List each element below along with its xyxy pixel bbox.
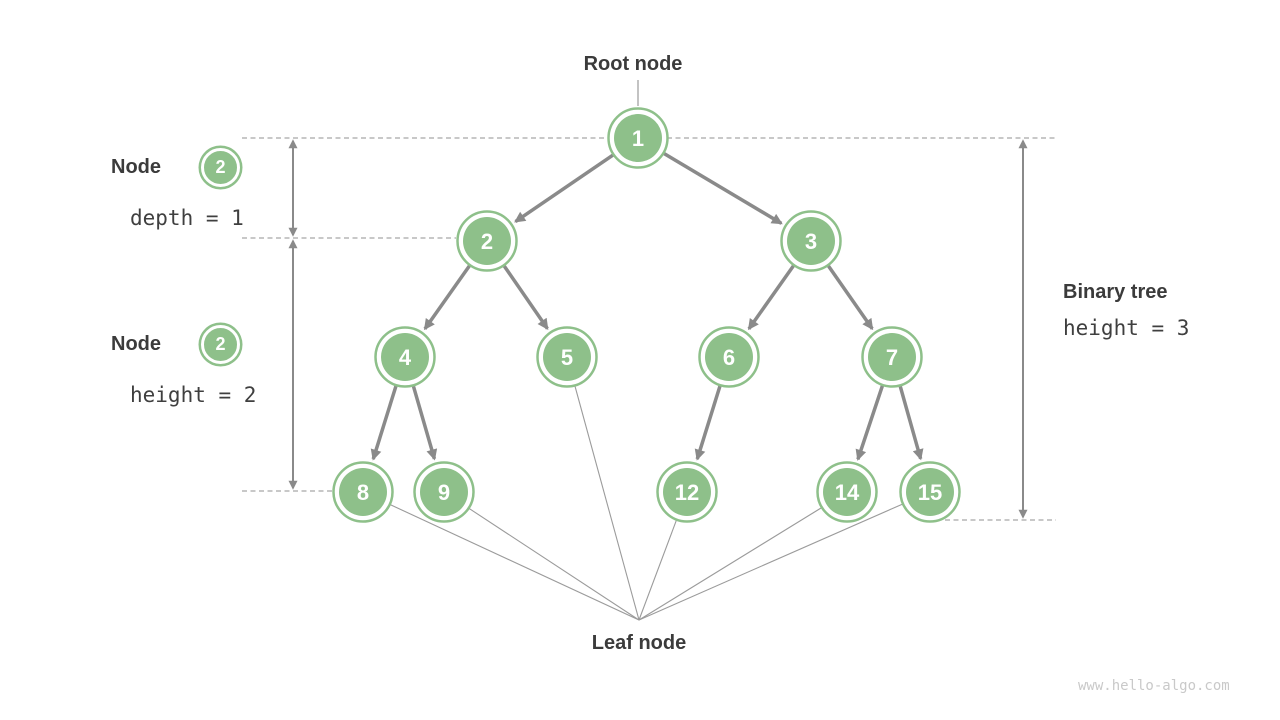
tree-node-2: 2 (456, 210, 518, 272)
tree-node-1: 1 (607, 107, 669, 169)
tree-node-7: 7 (861, 326, 923, 388)
node-fill (420, 468, 468, 516)
tree-edge-3-7 (827, 265, 874, 331)
binary-tree-height-title: Binary tree (1063, 281, 1168, 303)
leaf-node-label: Leaf node (591, 632, 687, 654)
node-fill (463, 217, 511, 265)
node-value: 7 (886, 345, 898, 370)
node-value: 9 (438, 480, 450, 505)
height-annotation-node-badge: 2 (201, 325, 240, 364)
node-fill (381, 333, 429, 381)
tree-edge-3-6 (747, 264, 795, 331)
tree-node-12: 12 (656, 461, 718, 523)
node-value: 15 (918, 480, 942, 505)
tree-edge-1-3 (663, 152, 783, 225)
node-value: 3 (805, 229, 817, 254)
tree-edge-4-8 (370, 385, 398, 461)
node-value: 12 (675, 480, 699, 505)
node-value: 5 (561, 345, 573, 370)
tree-node-14: 14 (816, 461, 878, 523)
root-node-label: Root node (583, 53, 683, 75)
tree-edge-7-14 (855, 385, 885, 461)
node-fill (339, 468, 387, 516)
leaf-pointer-line (574, 385, 640, 621)
tree-edge-6-12 (694, 385, 722, 461)
node-value: 14 (835, 480, 860, 505)
binary-tree-height-expression: height = 3 (1063, 316, 1190, 340)
leaf-pointer-line (638, 519, 677, 621)
watermark-text: www.hello-algo.com (1078, 678, 1230, 694)
node-value: 4 (399, 345, 412, 370)
tree-node-4: 4 (374, 326, 436, 388)
leaf-pointer-line (389, 504, 640, 621)
node-fill (906, 468, 954, 516)
tree-node-6: 6 (698, 326, 760, 388)
node-fill (823, 468, 871, 516)
leaf-pointer-line (468, 508, 640, 621)
node-fill (614, 114, 662, 162)
tree-node-15: 15 (899, 461, 961, 523)
node-value: 8 (357, 480, 369, 505)
tree-edge-2-5 (502, 265, 549, 330)
depth-annotation-word: Node (111, 156, 161, 178)
node-value: 1 (632, 126, 644, 151)
tree-node-8: 8 (332, 461, 394, 523)
tree-node-3: 3 (780, 210, 842, 272)
tree-edge-7-15 (898, 385, 924, 461)
node-fill (787, 217, 835, 265)
tree-edge-1-2 (514, 153, 614, 224)
height-annotation-expression: height = 2 (130, 383, 257, 407)
node-fill (868, 333, 916, 381)
node-fill (543, 333, 591, 381)
node-fill (663, 468, 711, 516)
depth-annotation-expression: depth = 1 (130, 206, 244, 230)
leaf-pointer-line (638, 503, 903, 621)
node-value: 6 (723, 345, 735, 370)
tree-edge-4-9 (411, 385, 438, 461)
tree-edge-2-4 (423, 264, 471, 331)
tree-node-5: 5 (536, 326, 598, 388)
node-value: 2 (481, 229, 493, 254)
height-annotation-word: Node (111, 333, 161, 355)
node-fill (705, 333, 753, 381)
leaf-pointer-line (638, 507, 822, 621)
depth-annotation-node-badge: 2 (201, 148, 240, 187)
tree-node-9: 9 (413, 461, 475, 523)
